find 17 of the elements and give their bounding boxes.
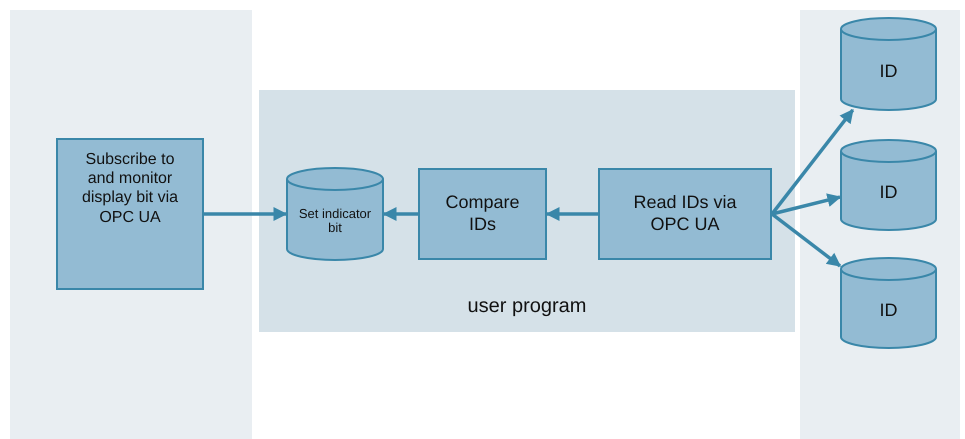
group-panel <box>800 10 960 439</box>
group-panel <box>10 10 252 439</box>
arrow <box>772 193 842 216</box>
group-label: user program <box>466 295 588 318</box>
arrow <box>770 212 842 268</box>
cylinder-label: ID <box>880 298 898 320</box>
group-panel <box>259 90 795 332</box>
cylinder-label: ID <box>880 180 898 202</box>
arrow <box>204 207 288 221</box>
process-box: Compare IDs <box>418 168 547 260</box>
process-box: Read IDs via OPC UA <box>598 168 772 260</box>
arrow <box>546 207 598 221</box>
cylinder-label: Set indicator bit <box>298 205 372 235</box>
arrow <box>770 108 854 216</box>
process-box: Subscribe to and monitor display bit via OPC UA <box>56 138 204 290</box>
arrow <box>382 207 418 221</box>
cylinder-label: ID <box>880 60 898 80</box>
